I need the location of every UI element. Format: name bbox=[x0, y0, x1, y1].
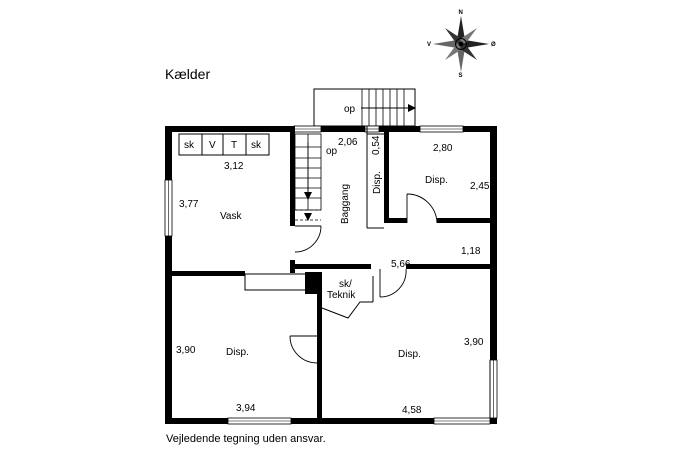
disclaimer-note: Vejledende tegning uden ansvar. bbox=[166, 433, 326, 445]
compass-w: V bbox=[427, 42, 431, 48]
dim-vask-width: 3,12 bbox=[224, 161, 244, 172]
appliance-v: V bbox=[209, 140, 216, 151]
compass-e: Ø bbox=[491, 42, 496, 48]
dim-vask-height: 3,77 bbox=[179, 199, 199, 210]
dim-br-width: 4,58 bbox=[402, 405, 422, 416]
room-baggang: Baggang bbox=[340, 184, 351, 224]
stair-arrow-down-dashed-icon bbox=[304, 213, 312, 221]
dim-br-height: 3,90 bbox=[464, 337, 484, 348]
room-disp-bottom-left: Disp. bbox=[226, 347, 249, 358]
dim-hall-width: 5,66 bbox=[391, 259, 411, 270]
room-disp-small: Disp. bbox=[372, 171, 383, 194]
compass-rose: N S V Ø bbox=[427, 10, 496, 79]
stair-arrow-right-icon bbox=[408, 104, 416, 112]
dim-disp-small-width: 0,54 bbox=[371, 135, 382, 155]
floor-title: Kælder bbox=[165, 66, 210, 82]
inside-stairs-label: op bbox=[326, 146, 338, 157]
appliance-t: T bbox=[231, 140, 237, 151]
compass-s: S bbox=[459, 73, 463, 79]
outside-stairs: op bbox=[313, 88, 416, 127]
dim-disp-tr-width: 2,80 bbox=[433, 143, 453, 154]
appliance-sk-left: sk bbox=[184, 140, 195, 151]
room-teknik-line1: sk/ bbox=[339, 279, 352, 290]
outer-walls bbox=[165, 126, 497, 424]
outside-stairs-label: op bbox=[344, 104, 356, 115]
compass-star-icon bbox=[433, 16, 489, 72]
room-disp-bottom-right: Disp. bbox=[398, 349, 421, 360]
dim-bl-height: 3,90 bbox=[176, 345, 196, 356]
dim-hall-height: 1,18 bbox=[461, 246, 481, 257]
room-teknik-line2: Teknik bbox=[327, 290, 356, 301]
dim-disp-tr-height: 2,45 bbox=[470, 181, 490, 192]
interior-stairs bbox=[294, 133, 322, 221]
room-disp-top-right: Disp. bbox=[425, 175, 448, 186]
room-vask: Vask bbox=[220, 211, 242, 222]
inner-walls bbox=[172, 126, 490, 418]
appliance-row bbox=[178, 133, 270, 156]
windows bbox=[164, 125, 498, 425]
appliance-sk-right: sk bbox=[251, 140, 262, 151]
thin-partitions bbox=[244, 126, 384, 319]
dim-bl-width: 3,94 bbox=[236, 403, 256, 414]
door-swings bbox=[289, 193, 491, 418]
compass-n: N bbox=[459, 10, 463, 16]
dim-baggang-width: 2,06 bbox=[338, 137, 358, 148]
stair-arrow-down-icon bbox=[304, 192, 312, 200]
